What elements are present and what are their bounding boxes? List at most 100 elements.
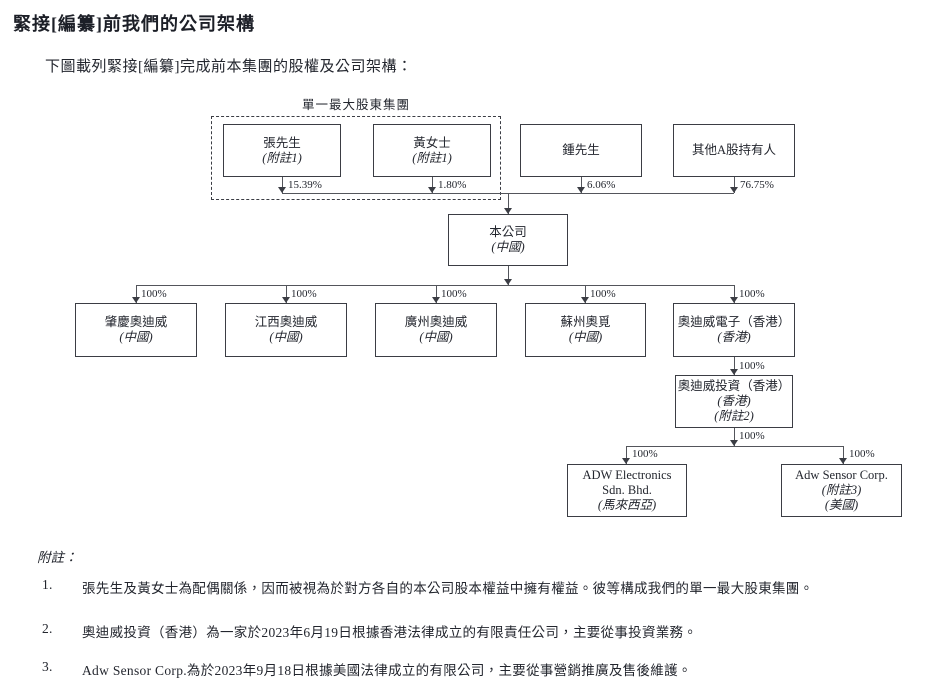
node-the-company: 本公司 (中國) — [448, 214, 568, 266]
connector-line — [508, 193, 509, 214]
note-number: 2. — [42, 621, 53, 636]
node-label: ADW Electronics — [582, 468, 672, 482]
ownership-pct-huang: 1.80% — [438, 179, 467, 191]
ownership-pct-investment-down: 100% — [739, 430, 765, 442]
connector-line — [432, 177, 433, 193]
node-sublabel: (香港) — [717, 330, 751, 344]
connector-line — [136, 285, 734, 286]
node-ms-huang: 黃女士 (附註1) — [373, 124, 491, 177]
node-sublabel: (中國) — [119, 330, 153, 344]
connector-line — [585, 285, 586, 303]
arrow-down-icon — [839, 458, 847, 464]
note-text: 張先生及黃女士為配偶關係，因而被視為於對方各自的本公司股本權益中擁有權益。彼等構… — [82, 581, 814, 596]
node-sublabel: (香港) — [717, 394, 751, 408]
notes-heading: 附註： — [37, 550, 78, 565]
org-chart: 單一最大股東集團 — [75, 98, 902, 517]
connector-line — [734, 428, 735, 446]
node-suzhou-aomi: 蘇州奧覓 (中國) — [525, 303, 646, 357]
note-1: 1. 張先生及黃女士為配偶關係，因而被視為於對方各自的本公司股本權益中擁有權益。… — [42, 577, 908, 597]
ownership-pct-investment-hk: 100% — [739, 360, 765, 372]
arrow-down-icon — [504, 208, 512, 214]
ownership-pct-split-right: 100% — [849, 448, 875, 460]
connector-line — [136, 285, 137, 303]
node-label: 黃女士 — [413, 135, 451, 150]
node-sublabel: (美國) — [824, 498, 859, 512]
ownership-pct-zhong: 6.06% — [587, 179, 616, 191]
arrow-down-icon — [282, 297, 290, 303]
arrow-down-icon — [428, 187, 436, 193]
arrow-down-icon — [278, 187, 286, 193]
connector-line — [436, 285, 437, 303]
node-label: 江西奧迪威 — [254, 315, 318, 329]
node-adw-electronics-malaysia: ADW Electronics Sdn. Bhd. (馬來西亞) — [567, 464, 687, 517]
node-sublabel: (附註1) — [262, 150, 302, 165]
note-text: Adw Sensor Corp.為於2023年9月18日根據美國法律成立的有限公… — [82, 663, 692, 678]
node-label: 鍾先生 — [562, 143, 600, 157]
connector-line — [286, 285, 287, 303]
note-2: 2. 奧迪威投資（香港）為一家於2023年6月19日根據香港法律成立的有限責任公… — [42, 621, 908, 641]
arrow-down-icon — [432, 297, 440, 303]
ownership-pct-electronics-hk: 100% — [739, 288, 765, 300]
connector-line — [626, 446, 843, 447]
arrow-down-icon — [622, 458, 630, 464]
arrow-down-icon — [132, 297, 140, 303]
arrow-down-icon — [504, 279, 512, 285]
node-zhaoqing-adw: 肇慶奧迪威 (中國) — [75, 303, 197, 357]
connector-line — [282, 177, 283, 193]
arrow-down-icon — [730, 369, 738, 375]
node-label: Adw Sensor Corp. — [795, 468, 888, 482]
note-text: 奧迪威投資（香港）為一家於2023年6月19日根據香港法律成立的有限責任公司，主… — [82, 625, 698, 640]
node-label: 肇慶奧迪威 — [104, 315, 168, 329]
ownership-pct-zhang: 15.39% — [288, 179, 322, 191]
ownership-pct-zhaoqing: 100% — [141, 288, 167, 300]
node-label: 張先生 — [263, 135, 301, 150]
page-title: 緊接[編纂]前我們的公司架構 — [13, 14, 255, 34]
arrow-down-icon — [581, 297, 589, 303]
node-sublabel: (馬來西亞) — [597, 498, 657, 512]
node-label: 其他A股持有人 — [691, 143, 777, 157]
node-jiangxi-adw: 江西奧迪威 (中國) — [225, 303, 347, 357]
arrow-down-icon — [730, 187, 738, 193]
connector-line — [581, 177, 582, 193]
connector-line — [734, 357, 735, 375]
node-adw-investment-hk: 奧迪威投資（香港） (香港) (附註2) — [675, 375, 793, 428]
node-sublabel: (附註1) — [412, 150, 452, 165]
ownership-pct-split-left: 100% — [632, 448, 658, 460]
arrow-down-icon — [577, 187, 585, 193]
node-sublabel: (中國) — [491, 240, 525, 254]
note-number: 1. — [42, 577, 53, 592]
node-sublabel: (中國) — [568, 330, 603, 344]
node-label: 奧迪威投資（香港） — [677, 379, 791, 393]
note-3: 3. Adw Sensor Corp.為於2023年9月18日根據美國法律成立的… — [42, 659, 908, 679]
connector-line — [843, 446, 844, 464]
node-other-a-shareholders: 其他A股持有人 — [673, 124, 795, 177]
node-label: Sdn. Bhd. — [602, 483, 652, 497]
connector-line — [508, 266, 509, 285]
node-adw-sensor-corp: Adw Sensor Corp. (附註3) (美國) — [781, 464, 902, 517]
node-sublabel: (中國) — [269, 330, 303, 344]
node-sublabel: (附註3) — [821, 483, 862, 497]
largest-shareholder-group-label: 單一最大股東集團 — [301, 98, 410, 112]
node-mr-zhong: 鍾先生 — [520, 124, 642, 177]
node-label: 奧迪威電子（香港） — [677, 315, 791, 329]
ownership-pct-guangzhou: 100% — [441, 288, 467, 300]
node-guangzhou-adw: 廣州奧迪威 (中國) — [375, 303, 497, 357]
node-mr-zhang: 張先生 (附註1) — [223, 124, 341, 177]
node-label: 本公司 — [489, 225, 527, 239]
node-label: 廣州奧迪威 — [404, 315, 468, 329]
note-number: 3. — [42, 659, 53, 674]
largest-shareholder-group-outline — [211, 116, 501, 200]
node-sublabel: (中國) — [419, 330, 453, 344]
arrow-down-icon — [730, 440, 738, 446]
intro-text: 下圖載列緊接[編纂]完成前本集團的股權及公司架構： — [45, 59, 413, 75]
ownership-pct-jiangxi: 100% — [291, 288, 317, 300]
connector-line — [734, 177, 735, 193]
ownership-pct-other-a: 76.75% — [740, 179, 774, 191]
node-sublabel: (附註2) — [714, 409, 754, 423]
node-adw-electronics-hk: 奧迪威電子（香港） (香港) — [673, 303, 795, 357]
arrow-down-icon — [730, 297, 738, 303]
connector-line — [626, 446, 627, 464]
connector-line — [734, 285, 735, 303]
ownership-pct-suzhou: 100% — [590, 288, 616, 300]
